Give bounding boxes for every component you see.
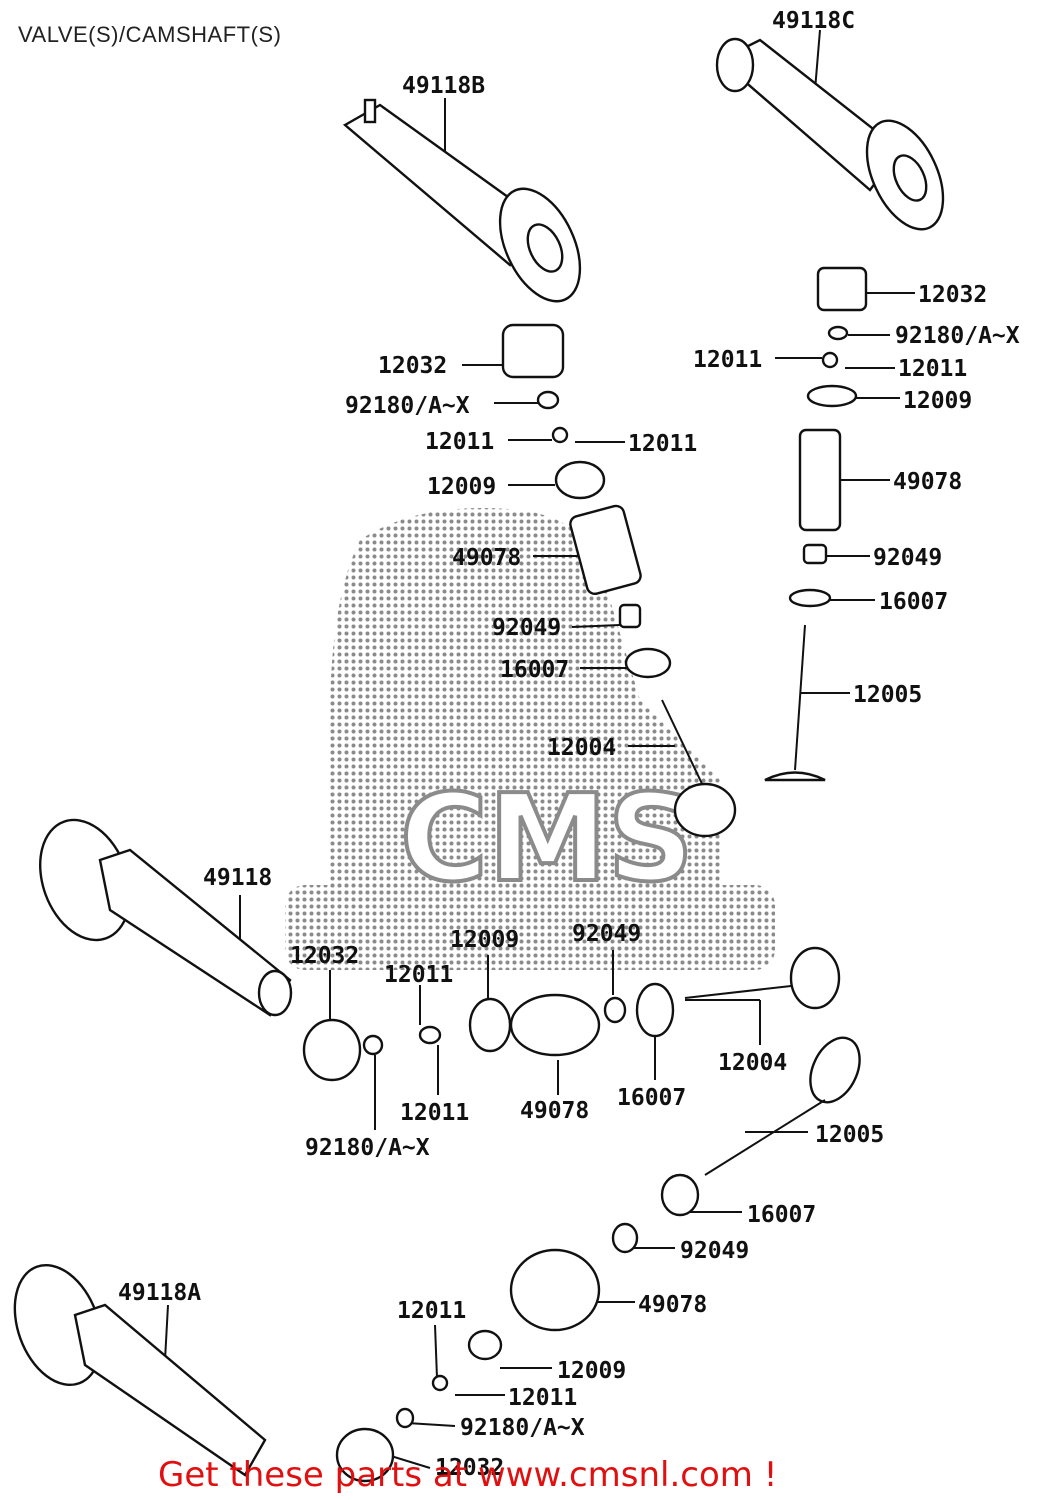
part-label: 92180/A~X: [345, 393, 470, 419]
part-label: 92049: [873, 545, 943, 571]
valve-assembly-upper-right: [764, 266, 868, 782]
part-label: 49078: [893, 469, 963, 495]
part-label: 12011: [384, 962, 454, 988]
part-label: 12011: [898, 356, 968, 382]
part-label: 92049: [680, 1238, 750, 1264]
part-label: 12004: [718, 1050, 788, 1076]
valve-assembly-lower-right: [335, 1036, 861, 1483]
part-label: 92180/A~X: [305, 1135, 430, 1161]
part-label: 92049: [572, 921, 642, 947]
footer-link-text[interactable]: Get these parts at www.cmsnl.com !: [158, 1455, 778, 1495]
valve-assembly-middle-row: [302, 946, 841, 1082]
part-label: 49118A: [118, 1280, 202, 1306]
leader-lines: [164, 29, 915, 1469]
part-label: 16007: [879, 589, 949, 615]
watermark-logo: CMS: [285, 508, 775, 970]
part-label: 49078: [452, 545, 522, 571]
part-label: 12011: [425, 429, 495, 455]
watermark-text: CMS: [400, 770, 694, 909]
camshaft-49118a: [13, 1263, 267, 1477]
part-label: 92180/A~X: [895, 323, 1020, 349]
page-title: VALVE(S)/CAMSHAFT(S): [18, 22, 282, 47]
camshaft-49118b: [342, 98, 582, 303]
part-label: 12032: [435, 1455, 505, 1481]
part-label: 12009: [427, 474, 497, 500]
part-label: 12005: [815, 1122, 885, 1148]
part-label: 12032: [378, 353, 448, 379]
camshaft-49118: [38, 818, 293, 1017]
part-label: 16007: [747, 1202, 817, 1228]
part-label: 12009: [903, 388, 973, 414]
part-label: 12011: [693, 347, 763, 373]
part-label: 12011: [397, 1298, 467, 1324]
part-label: 12009: [557, 1358, 627, 1384]
part-label: 12011: [628, 431, 698, 457]
part-label: 49118: [203, 865, 273, 891]
part-label: 12032: [290, 943, 360, 969]
part-label: 12011: [400, 1100, 470, 1126]
part-label: 49118C: [772, 8, 856, 34]
part-label: 12032: [918, 282, 988, 308]
part-label: 16007: [500, 657, 570, 683]
camshaft-49118c: [715, 37, 945, 231]
valve-assembly-upper-middle: [501, 323, 737, 838]
part-label: 92049: [492, 615, 562, 641]
part-label: 12005: [853, 682, 923, 708]
part-label: 16007: [617, 1085, 687, 1111]
part-label: 12011: [508, 1385, 578, 1411]
part-label: 12009: [450, 927, 520, 953]
part-label: 49118B: [402, 73, 486, 99]
part-label: 92180/A~X: [460, 1415, 585, 1441]
part-label: 49078: [638, 1292, 708, 1318]
part-label: 49078: [520, 1098, 590, 1124]
part-label: 12004: [547, 735, 617, 761]
